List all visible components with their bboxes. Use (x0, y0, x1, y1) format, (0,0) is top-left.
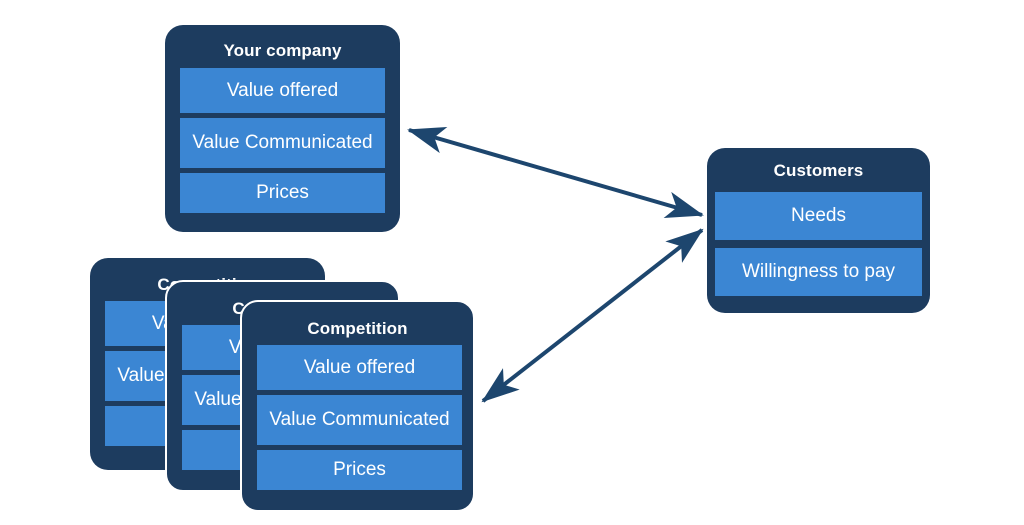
customers-row-needs: Needs (715, 192, 922, 240)
customers-title: Customers (773, 161, 864, 180)
your-company-row-prices: Prices (180, 173, 385, 213)
competition-card-front-row-prices: Prices (257, 450, 462, 490)
customers-card[interactable]: Customers Needs Willingness to pay (707, 148, 930, 313)
competition-card-front-row-value-offered: Value offered (257, 345, 462, 390)
your-company-card[interactable]: Your company Value offered Value Communi… (165, 25, 400, 232)
your-company-row-value-offered: Value offered (180, 68, 385, 113)
your-company-title: Your company (223, 41, 342, 60)
your-company-row-value-communicated: Value Communicated (180, 118, 385, 168)
competition-card-front[interactable]: Competition Value offered Value Communic… (240, 300, 475, 512)
competition-card-front-title: Competition (307, 319, 408, 338)
competition-card-front-row-value-communicated: Value Communicated (257, 395, 462, 445)
customers-row-willingness-to-pay: Willingness to pay (715, 248, 922, 296)
